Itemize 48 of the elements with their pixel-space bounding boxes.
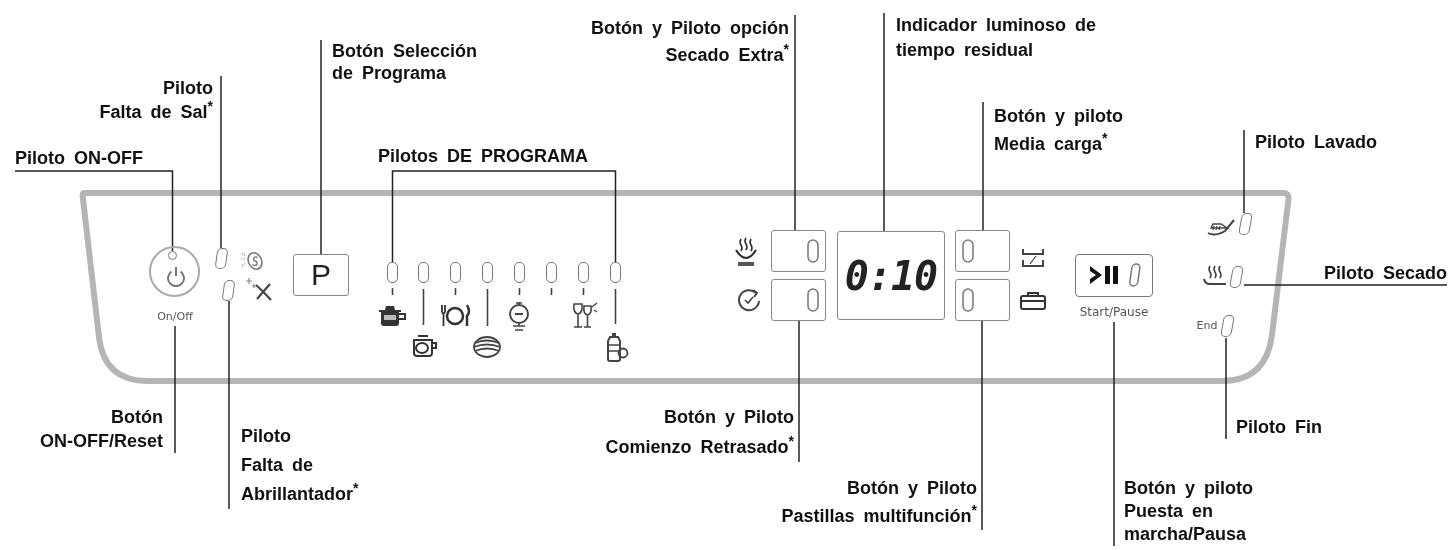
leader-line bbox=[981, 320, 983, 531]
leader-line bbox=[1113, 321, 1115, 547]
option-button bbox=[955, 230, 1010, 272]
callout-label: Botón y piloto Media carga$^{*}$ bbox=[983, 102, 1123, 158]
callout-label: Botón y Piloto opción Secado Extra$^{*}$ bbox=[591, 15, 795, 69]
leader-line bbox=[883, 12, 885, 232]
leader-line bbox=[1225, 337, 1227, 440]
leader-line bbox=[794, 14, 796, 231]
display-screen: 0:10 bbox=[837, 231, 945, 320]
indicator-light bbox=[546, 262, 557, 283]
leader-line bbox=[1243, 284, 1448, 286]
indicator-light bbox=[482, 262, 493, 283]
leader-line bbox=[174, 325, 176, 454]
program-button: P bbox=[293, 254, 349, 296]
option-button bbox=[771, 279, 826, 321]
leader-line bbox=[982, 101, 984, 231]
callout-label: Piloto ON-OFF bbox=[15, 147, 143, 171]
button-caption: Start/Pause bbox=[1078, 305, 1150, 319]
button-caption: End bbox=[1195, 319, 1219, 332]
leader-line bbox=[1243, 129, 1245, 214]
leader-line bbox=[482, 170, 617, 263]
callout-label: Botón y Piloto Pastillas multifunción$^{*}$ bbox=[781, 474, 982, 530]
indicator-light bbox=[610, 262, 621, 283]
callout-label: Piloto Secado bbox=[1323, 261, 1447, 285]
callout-label: Piloto Lavado bbox=[1244, 130, 1377, 154]
leader-line bbox=[798, 320, 800, 463]
indicator-light bbox=[450, 262, 461, 283]
callout-label: Piloto Fin bbox=[1226, 415, 1322, 439]
callout-label: Piloto Falta de Sal$^{*}$ bbox=[99, 76, 221, 124]
button-caption: On/Off bbox=[156, 310, 194, 323]
leader-line bbox=[220, 75, 222, 249]
callout-label: Piloto Falta de Abrillantador$^{*}$ bbox=[229, 422, 359, 509]
leader-line bbox=[391, 170, 484, 263]
indicator-light bbox=[578, 262, 589, 283]
callout-label: Indicador luminoso de tiempo residual bbox=[884, 13, 1096, 63]
leader-line bbox=[228, 300, 230, 510]
option-button bbox=[771, 230, 826, 272]
leader-line bbox=[14, 170, 174, 252]
leader-line bbox=[320, 39, 322, 255]
callout-label: Botón ON-OFF/Reset bbox=[40, 405, 175, 453]
option-button bbox=[955, 279, 1010, 321]
callout-label: Botón y Piloto Comienzo Retrasado$^{*}$ bbox=[605, 402, 799, 462]
callout-label: Pilotos DE PROGRAMA bbox=[378, 144, 588, 171]
indicator-light bbox=[514, 262, 525, 283]
indicator-light bbox=[387, 262, 398, 283]
callout-label: Botón Selección de Programa bbox=[321, 40, 478, 84]
callout-label: Botón y piloto Puesta en marcha/Pausa bbox=[1114, 477, 1253, 546]
indicator-light bbox=[418, 262, 429, 283]
